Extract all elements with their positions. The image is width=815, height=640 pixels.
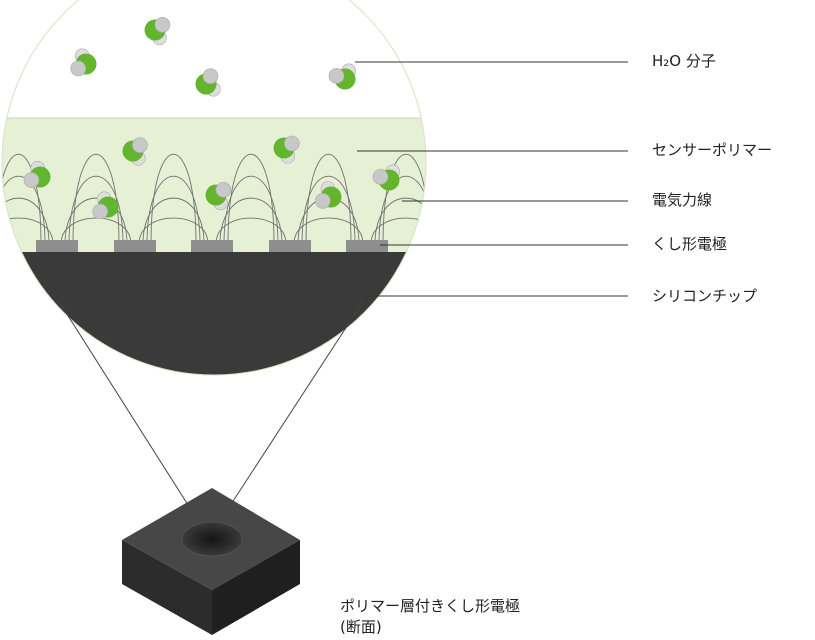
hydrogen-atom (315, 192, 331, 209)
water-molecule-icon (195, 68, 221, 97)
magnifier-outline (1, 0, 427, 376)
field-line (227, 154, 275, 245)
cross-section-view (2, 117, 426, 375)
label-h2o-molecule: H₂O 分子 (652, 52, 716, 70)
water-molecule-icon (205, 182, 232, 211)
water-molecule-icon (328, 63, 357, 90)
chip-right-face (212, 540, 300, 635)
field-line (382, 154, 426, 245)
field-line (223, 175, 279, 245)
chip-caption: ポリマー層付きくし形電極 (断面) (340, 596, 520, 638)
chip-polymer-well (181, 521, 243, 557)
field-line (378, 175, 426, 245)
water-molecule-icon (273, 135, 300, 164)
water-molecule-icon (23, 161, 51, 188)
field-line (2, 197, 50, 245)
water-molecule-icon (92, 191, 119, 220)
label-field-lines: 電気力線 (652, 191, 713, 209)
hydrogen-atom (284, 135, 300, 152)
water-molecule-icon (144, 17, 171, 46)
field-line (2, 217, 54, 245)
field-line (146, 175, 201, 245)
hydrogen-atom (215, 182, 232, 198)
label-comb-electrode: くし形電極 (652, 235, 728, 253)
hydrogen-atom (202, 68, 219, 84)
electrode-4 (269, 240, 311, 252)
field-line (64, 197, 128, 245)
hydrogen-atom (92, 203, 108, 220)
water-molecules (23, 17, 401, 220)
field-line (219, 197, 283, 245)
projection-line-right (208, 299, 365, 539)
field-line (150, 154, 197, 245)
field-line (215, 217, 287, 245)
electrode-5 (346, 240, 388, 252)
field-line (2, 154, 42, 245)
hydrogen-atom (70, 60, 86, 77)
electrode-3 (191, 240, 233, 252)
chip-left-face (122, 540, 212, 635)
sensor-chip-icon (122, 488, 300, 635)
hydrogen-atom (154, 17, 171, 33)
field-line (370, 217, 426, 245)
field-line (142, 197, 205, 245)
field-line (305, 154, 352, 245)
water-molecule-icon (315, 181, 342, 209)
field-line (374, 197, 426, 245)
field-line (293, 217, 364, 245)
chip-caption-line1: ポリマー層付きくし形電極 (340, 597, 521, 615)
field-line (301, 175, 356, 245)
field-line (138, 217, 209, 245)
label-sensor-polymer: センサーポリマー (652, 141, 773, 159)
comb-electrodes (36, 240, 388, 252)
chip-caption-line2: (断面) (340, 618, 382, 636)
water-molecule-icon (70, 48, 97, 77)
electrode-2 (114, 240, 156, 252)
hydrogen-atom (328, 68, 345, 84)
label-silicon-chip: シリコンチップ (652, 287, 758, 305)
electric-field-lines (2, 154, 426, 245)
field-line (68, 175, 124, 245)
hydrogen-atom (23, 172, 40, 188)
projection-line-left (57, 299, 210, 539)
leader-lines (355, 61, 628, 297)
hydrogen-atom (372, 169, 389, 185)
water-molecule-icon (372, 164, 401, 191)
hydrogen-atom (132, 137, 148, 153)
field-line (2, 175, 46, 245)
electrode-1 (36, 240, 78, 252)
silicon-chip-layer (2, 252, 426, 375)
water-molecule-icon (122, 137, 148, 166)
